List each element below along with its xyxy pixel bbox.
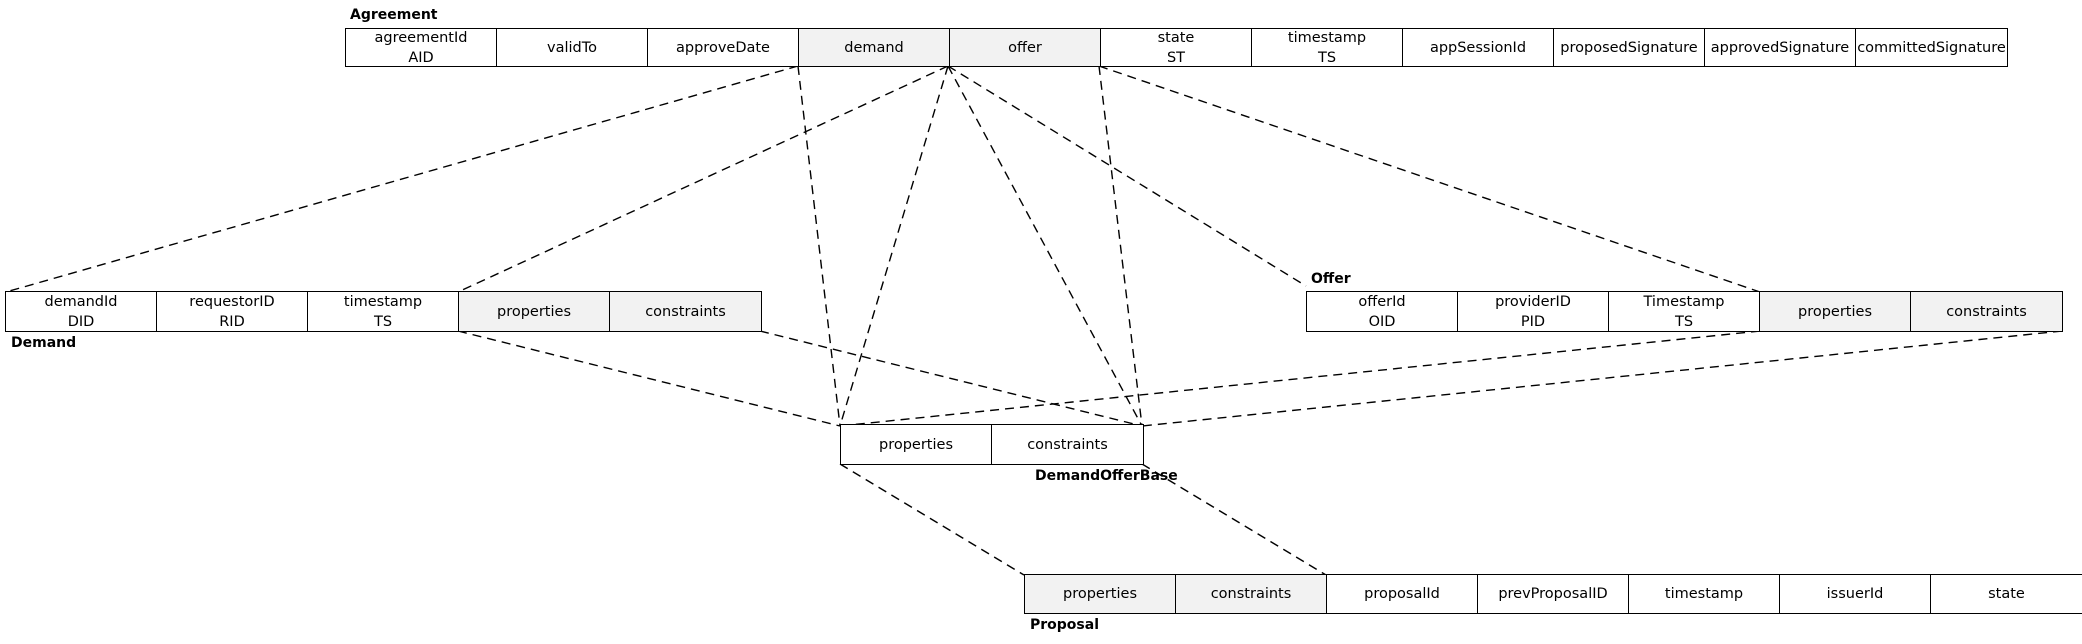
- proposal-field-properties: properties: [1025, 575, 1176, 613]
- offer-field-abbreviation: OID: [1368, 313, 1396, 330]
- demand-field-name: requestorID: [189, 293, 275, 310]
- agreement-field-name: approvedSignature: [1710, 39, 1850, 56]
- agreement-field-name: proposedSignature: [1560, 39, 1698, 56]
- proposal-field-name: properties: [1063, 586, 1137, 602]
- proposal-field-proposalid: proposalId: [1327, 575, 1478, 613]
- demand-field-constraints: constraints: [610, 292, 761, 331]
- base-field-name: constraints: [1027, 436, 1108, 453]
- link-offer-constraints-to-base-right: [1141, 330, 2063, 427]
- offer-field-name: properties: [1798, 303, 1872, 320]
- agreement-field-name: validTo: [547, 39, 597, 56]
- demand-field-requestorid: requestorID RID: [157, 292, 308, 331]
- agreement-field-committedsignature: committedSignature: [1856, 29, 2007, 66]
- offer-title: Offer: [1311, 271, 1351, 287]
- link-agreement-offer-to-demand-properties: [457, 65, 949, 293]
- agreement-field-abbreviation: TS: [1317, 49, 1337, 66]
- demand-field-name: properties: [497, 303, 571, 320]
- agreement-field-appsessionid: appSessionId: [1403, 29, 1554, 66]
- proposal-field-name: constraints: [1210, 586, 1292, 602]
- offer-field-name: constraints: [1946, 303, 2027, 320]
- demand-field-abbreviation: DID: [67, 313, 95, 330]
- agreement-field-name: approveDate: [676, 39, 770, 56]
- agreement-field-name: committedSignature: [1857, 39, 2006, 56]
- proposal-entity: properties constraints proposalId prevPropo…: [1024, 574, 2082, 614]
- link-agreement-state-to-base-right: [1098, 65, 1143, 427]
- offer-field-name: Timestamp: [1643, 293, 1725, 310]
- demand-field-name: constraints: [645, 303, 726, 320]
- proposal-field-state: state: [1931, 575, 2082, 613]
- agreement-field-name: offer: [1008, 39, 1042, 56]
- base-field-properties: properties: [841, 425, 992, 464]
- agreement-field-demand: demand: [799, 29, 950, 66]
- agreement-field-name: state: [1157, 29, 1195, 46]
- agreement-field-proposedsignature: proposedSignature: [1554, 29, 1705, 66]
- link-agreement-demand-to-demand-left: [5, 65, 799, 293]
- agreement-field-offer: offer: [950, 29, 1101, 66]
- link-agreement-offer-to-base-right: [947, 65, 1143, 427]
- proposal-field-timestamp: timestamp: [1629, 575, 1780, 613]
- link-agreement-state-to-offer-properties: [1098, 65, 1761, 293]
- proposal-title: Proposal: [1030, 617, 1100, 633]
- link-offer-properties-to-base-left: [839, 330, 1761, 427]
- demand-field-abbreviation: RID: [219, 313, 245, 330]
- proposal-field-constraints: constraints: [1176, 575, 1327, 613]
- demand-offer-base-title: DemandOfferBase: [1035, 468, 1178, 484]
- agreement-field-name: timestamp: [1287, 29, 1367, 46]
- base-field-name: properties: [879, 436, 953, 453]
- agreement-field-name: demand: [844, 39, 904, 56]
- offer-field-providerid: providerID PID: [1458, 292, 1609, 331]
- proposal-field-name: prevProposalID: [1498, 586, 1608, 602]
- agreement-field-name: appSessionId: [1429, 39, 1527, 56]
- offer-field-name: offerId: [1358, 293, 1406, 310]
- demand-field-properties: properties: [459, 292, 610, 331]
- link-demand-properties-to-base-left: [457, 330, 841, 427]
- agreement-title: Agreement: [350, 7, 438, 23]
- demand-title: Demand: [11, 335, 77, 351]
- proposal-field-name: proposalId: [1364, 586, 1440, 602]
- link-demand-constraints-to-base-right: [759, 330, 1143, 427]
- agreement-field-approvedsignature: approvedSignature: [1705, 29, 1856, 66]
- demand-field-abbreviation: TS: [373, 313, 393, 330]
- offer-field-abbreviation: PID: [1520, 313, 1546, 330]
- base-field-constraints: constraints: [992, 425, 1143, 464]
- offer-field-abbreviation: TS: [1674, 313, 1694, 330]
- offer-field-name: providerID: [1495, 293, 1571, 310]
- link-base-to-proposal-left: [839, 463, 1025, 576]
- agreement-field-approvedate: approveDate: [648, 29, 799, 66]
- proposal-field-name: timestamp: [1664, 586, 1744, 602]
- proposal-field-issuerid: issuerId: [1780, 575, 1931, 613]
- demand-field-name: timestamp: [343, 293, 423, 310]
- demand-offer-base-entity: properties constraints: [840, 424, 1144, 465]
- offer-field-properties: properties: [1760, 292, 1911, 331]
- proposal-field-prevproposalid: prevProposalID: [1478, 575, 1629, 613]
- agreement-field-validto: validTo: [497, 29, 648, 66]
- offer-field-constraints: constraints: [1911, 292, 2062, 331]
- link-agreement-demand-to-base-left: [797, 65, 841, 427]
- link-agreement-offer-to-offer-left: [947, 65, 1307, 287]
- proposal-field-name: state: [1988, 586, 2025, 602]
- demand-field-name: demandId: [44, 293, 118, 310]
- proposal-field-name: issuerId: [1826, 586, 1884, 602]
- agreement-field-name: agreementId: [374, 29, 468, 46]
- agreement-field-abbreviation: AID: [408, 49, 434, 66]
- link-agreement-offer-to-base-left: [839, 65, 949, 427]
- agreement-field-abbreviation: ST: [1166, 49, 1186, 66]
